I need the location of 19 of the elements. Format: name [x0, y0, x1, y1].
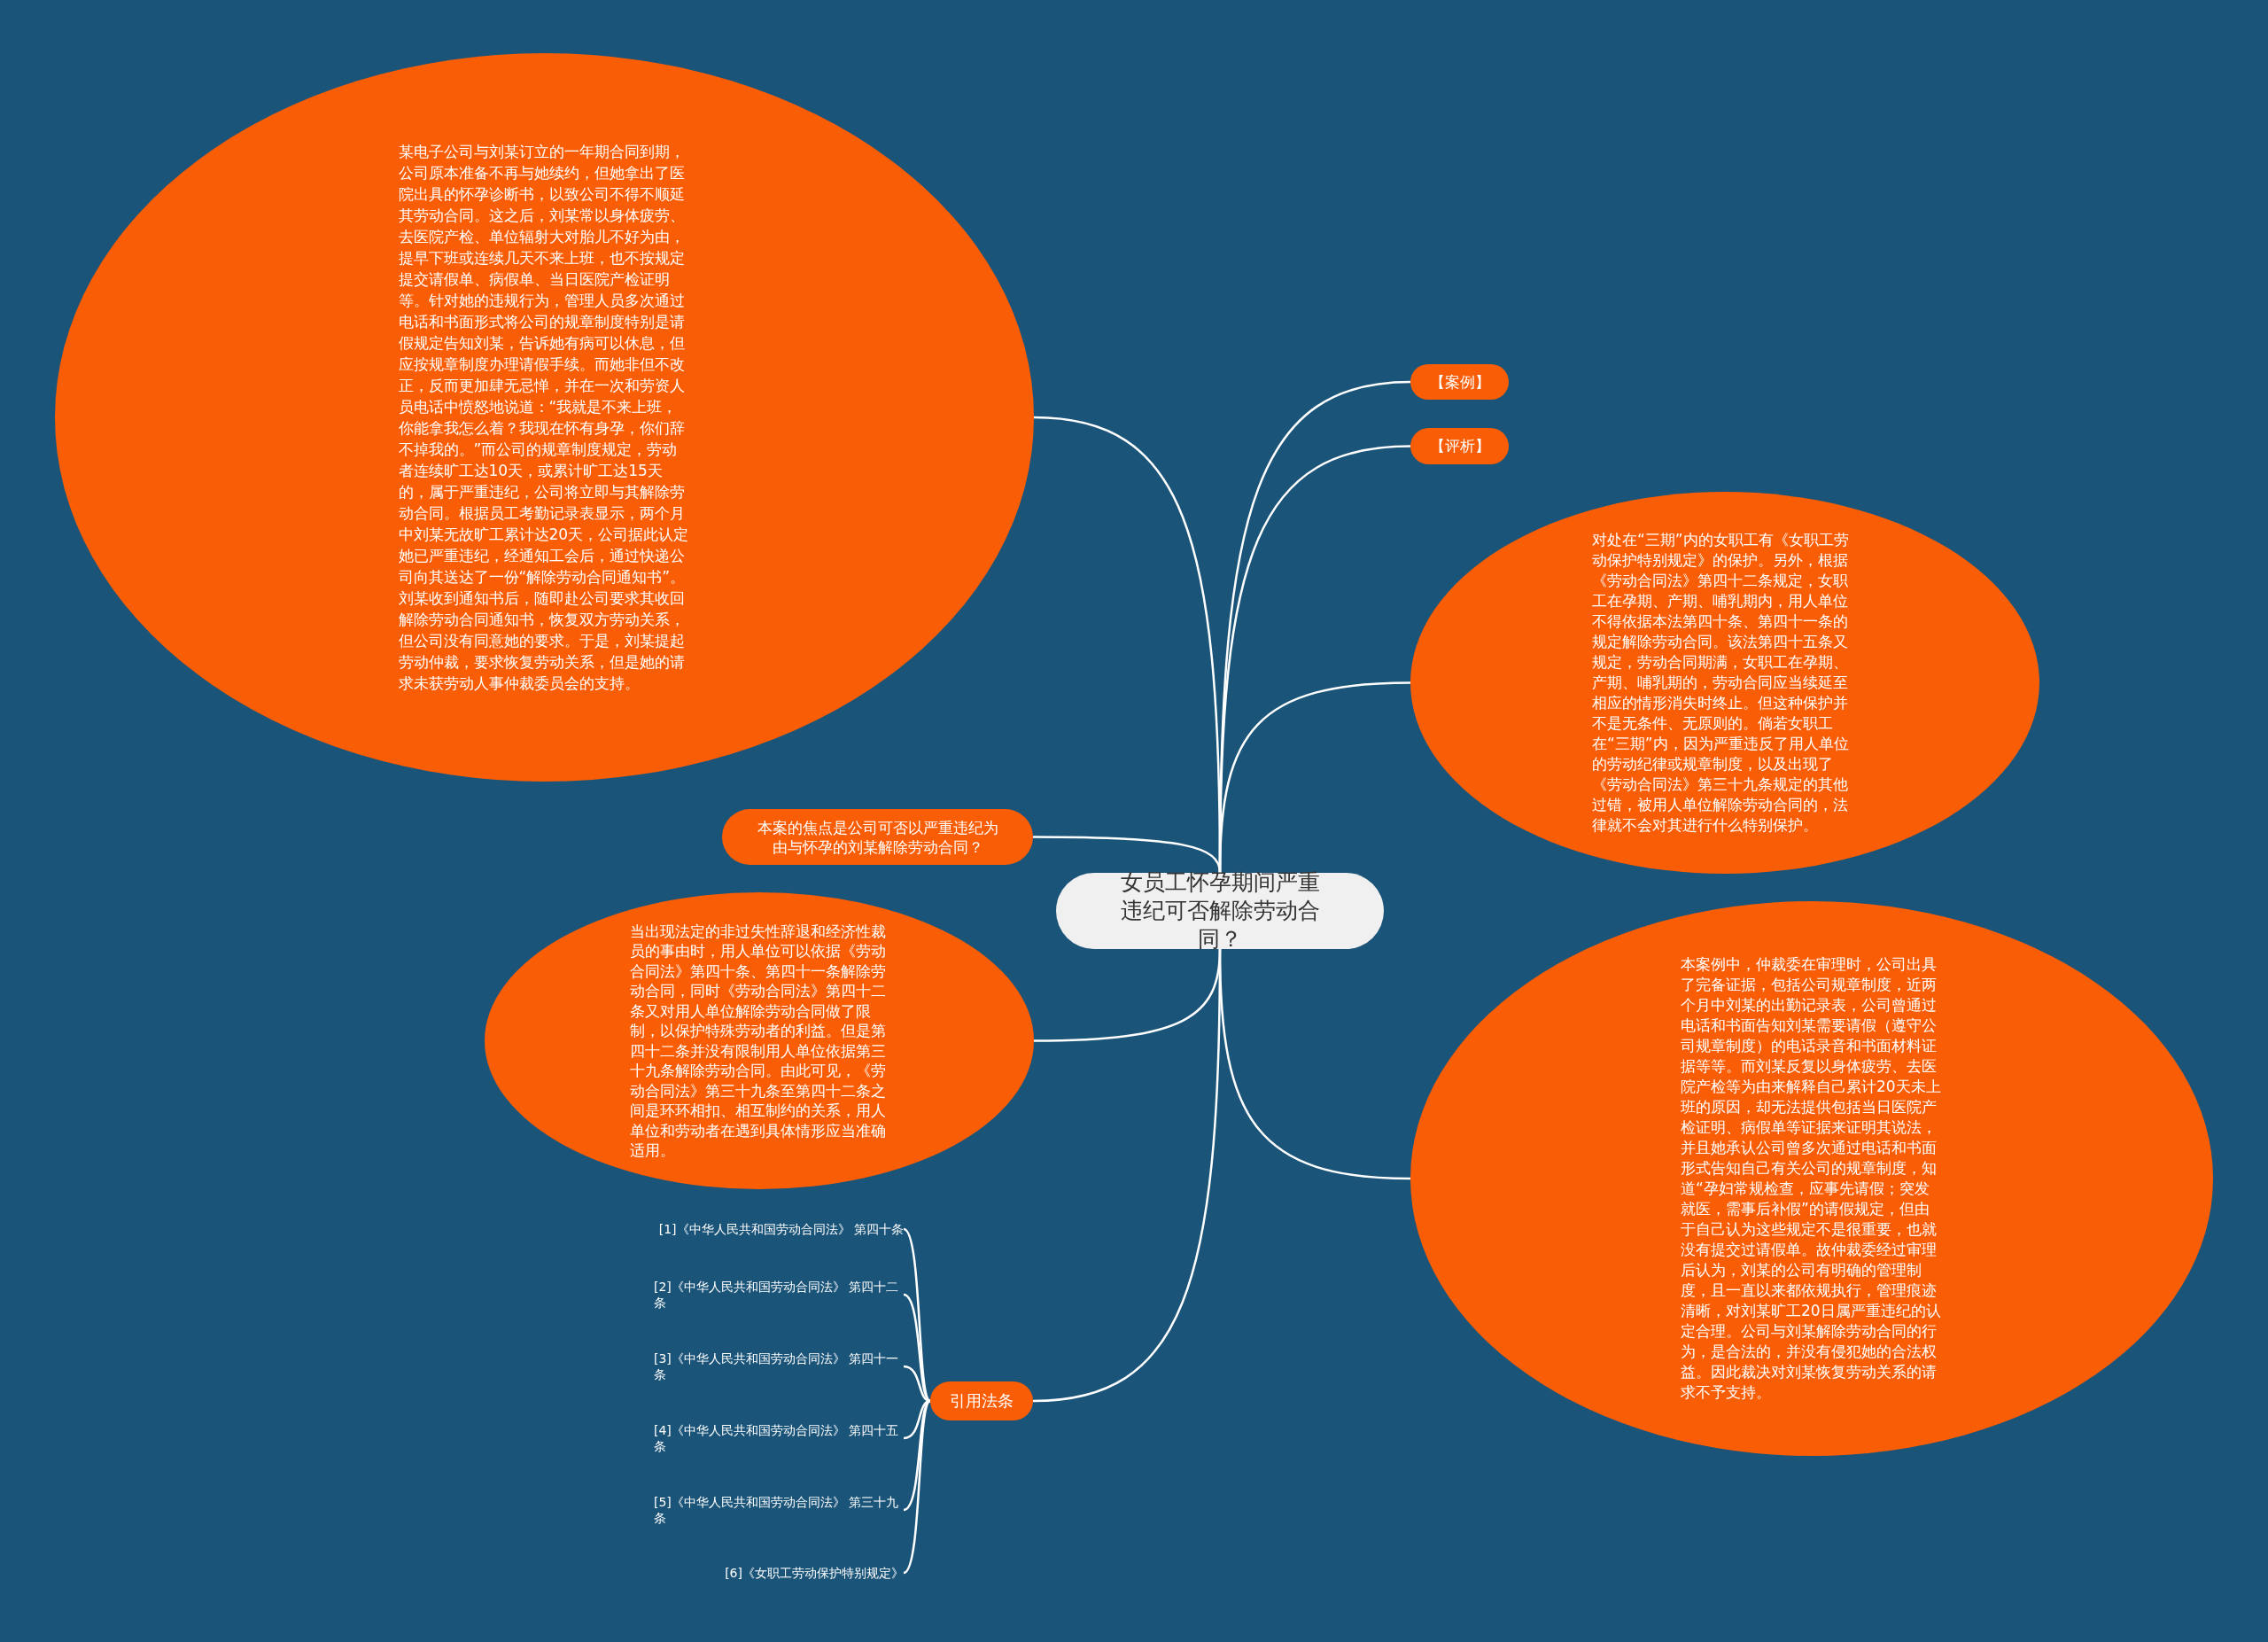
reference-text: [3]《中华人民共和国劳动合同法》 第四十一条	[654, 1350, 904, 1382]
connector-line	[1032, 949, 1222, 1403]
reference-text: [1]《中华人民共和国劳动合同法》 第四十条	[658, 1221, 904, 1237]
connector-line	[1033, 836, 1222, 874]
oval-bubble: 对处在“三期”内的女职工有《女职工劳动保护特别规定》的保护。另外，根据《劳动合同法》第四十二条规定，女职工在孕期、产期、哺乳期内，用人单位不得依据本法第四十条、第四十一条的规定解除劳动合同。该法第四十五条又规定，劳动合同期满，女职工在孕期、产期、哺乳期的，劳动合同应当续延至相应的情形消失时终止。但这种保护并不是无条件、无原则的。倘若女职工在“三期”内，因为严重违反了用人单位的劳动纪律或规章制度，以及出现了《劳动合同法》第三十九条规定的其他过错，被用人单位解除劳动合同的，法律就不会对其进行什么特别保护。	[1410, 492, 2039, 874]
question-pill: 本案的焦点是公司可否以严重违纪为由与怀孕的刘某解除劳动合同？	[722, 809, 1033, 865]
oval-bubble: 当出现法定的非过失性辞退和经济性裁员的事由时，用人单位可以依据《劳动合同法》第四十条、第四十一条解除劳动合同，同时《劳动合同法》第四十二条又对用人单位解除劳动合同做了限制，以保护特殊劳动者的利益。但是第四十二条并没有限制用人单位依据第三十九条解除劳动合同。由此可见，《劳动合同法》第三十九条至第四十二条之间是环环相扣、相互制约的关系，用人单位和劳动者在遇到具体情形应当准确适用。	[485, 892, 1034, 1189]
oval-bubble: 某电子公司与刘某订立的一年期合同到期，公司原本准备不再与她续约，但她拿出了医院出具的怀孕诊断书，以致公司不得不顺延其劳动合同。这之后，刘某常以身体疲劳、去医院产检、单位辐射大对胎儿不好为由，提早下班或连续几天不来上班，也不按规定提交请假单、病假单、当日医院产检证明等。针对她的违规行为，管理人员多次通过电话和书面形式将公司的规章制度特别是请假规定告知刘某，告诉她有病可以休息，但应按规章制度办理请假手续。而她非但不改正，反而更加肆无忌惮，并在一次和劳资人员电话中愤怒地说道：“我就是不来上班，你能拿我怎么着？我现在怀有身孕，你们辞不掉我的。”而公司的规章制度规定，劳动者连续旷工达10天，或累计旷工达15天的，属于严重违纪，公司将立即与其解除劳动合同。根据员工考勤记录表显示，两个月中刘某无故旷工累计达20天，公司据此认定她已严重违纪，经通知工会后，通过快递公司向其送达了一份“解除劳动合同通知书”。刘某收到通知书后，随即赴公司要求其收回解除劳动合同通知书，恢复双方劳动关系，但公司没有同意她的要求。于是，刘某提起劳动仲裁，要求恢复劳动关系，但是她的请求未获劳动人事仲裁委员会的支持。	[55, 53, 1034, 782]
bracket-line	[903, 1400, 931, 1574]
topic-pill: 引用法条	[930, 1381, 1033, 1420]
reference-text: [4]《中华人民共和国劳动合同法》 第四十五条	[654, 1422, 904, 1454]
central-topic-pill: 女员工怀孕期间严重违纪可否解除劳动合同？	[1056, 873, 1384, 949]
reference-text: [5]《中华人民共和国劳动合同法》 第三十九条	[654, 1494, 904, 1526]
bracket-line	[903, 1228, 931, 1402]
reference-text: [6]《女职工劳动保护特别规定》	[725, 1565, 904, 1581]
reference-text: [2]《中华人民共和国劳动合同法》 第四十二条	[654, 1279, 904, 1311]
topic-pill: 【案例】	[1410, 364, 1509, 400]
oval-bubble: 本案例中，仲裁委在审理时，公司出具了完备证据，包括公司规章制度，近两个月中刘某的出勤记录表，公司曾通过电话和书面告知刘某需要请假（遵守公司规章制度）的电话录音和书面材料证据等等。而刘某反复以身体疲劳、去医院产检等为由来解释自己累计20天未上班的原因，却无法提供包括当日医院产检证明、病假单等证据来证明其说法，并且她承认公司曾多次通过电话和书面形式告知自己有关公司的规章制度，知道“孕妇常规检查，应事先请假；突发就医，需事后补假”的请假规定，但由于自己认为这些规定不是很重要，也就没有提交过请假单。故仲裁委经过审理后认为，刘某的公司有明确的管理制度，且一直以来都依规执行，管理痕迹清晰，对刘某旷工20日属严重违纪的认定合理。公司与刘某解除劳动合同的行为，是合法的，并没有侵犯她的合法权益。因此裁决对刘某恢复劳动关系的请求不予支持。	[1410, 901, 2213, 1456]
topic-pill: 【评析】	[1410, 428, 1509, 464]
